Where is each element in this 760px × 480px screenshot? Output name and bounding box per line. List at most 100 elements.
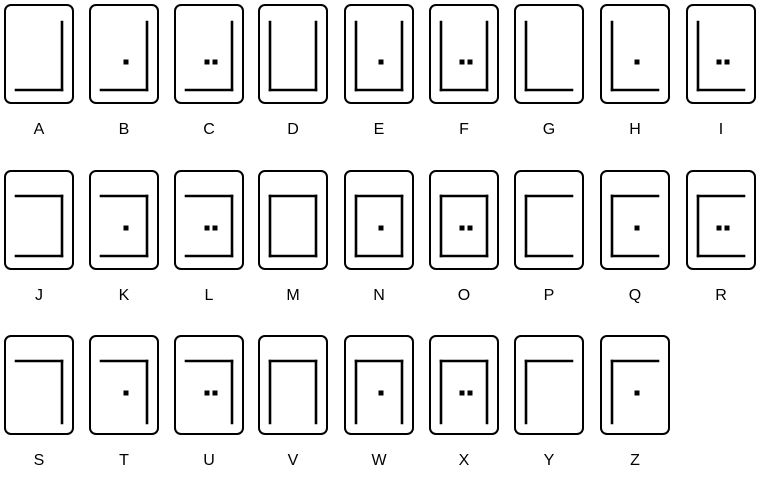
pigpen-glyph-card	[4, 4, 74, 104]
letter-label: H	[629, 121, 641, 138]
letter-label: Z	[630, 452, 640, 469]
letter-label: G	[542, 121, 556, 138]
pigpen-glyph-icon	[184, 20, 234, 92]
letter-label: F	[459, 121, 469, 138]
pigpen-glyph-icon	[354, 194, 404, 258]
letter-label: L	[204, 287, 214, 304]
pigpen-glyph-card	[258, 4, 328, 104]
glyph-dot-1	[634, 390, 640, 396]
glyph-dot-1	[634, 59, 640, 65]
pigpen-glyph-card	[600, 4, 670, 104]
letter-label: I	[718, 121, 724, 138]
glyph-dot-1	[459, 59, 465, 65]
letter-label: O	[457, 287, 471, 304]
letter-label: C	[203, 121, 215, 138]
pigpen-glyph-icon	[99, 20, 149, 92]
pigpen-glyph-icon	[354, 20, 404, 92]
pigpen-glyph-card	[686, 170, 756, 270]
pigpen-glyph-icon	[354, 359, 404, 425]
glyph-dot-2	[724, 59, 730, 65]
glyph-dot-1	[716, 59, 722, 65]
pigpen-glyph-icon	[524, 20, 574, 92]
pigpen-glyph-card	[174, 170, 244, 270]
letter-label: J	[35, 287, 43, 304]
pigpen-glyph-icon	[524, 359, 574, 425]
letter-label: E	[373, 121, 385, 138]
glyph-dot-2	[212, 59, 218, 65]
letter-label: Q	[628, 287, 642, 304]
pigpen-glyph-card	[89, 170, 159, 270]
letter-label: W	[371, 452, 387, 469]
pigpen-glyph-icon	[439, 20, 489, 92]
pigpen-glyph-card	[4, 170, 74, 270]
glyph-dot-1	[378, 390, 384, 396]
glyph-dot-1	[123, 390, 129, 396]
glyph-dot-2	[467, 59, 473, 65]
glyph-dot-1	[716, 225, 722, 231]
pigpen-glyph-icon	[610, 359, 660, 425]
pigpen-glyph-icon	[696, 194, 746, 258]
pigpen-glyph-icon	[524, 194, 574, 258]
pigpen-glyph-icon	[14, 20, 64, 92]
letter-label: D	[287, 121, 299, 138]
pigpen-glyph-icon	[439, 359, 489, 425]
pigpen-glyph-card	[89, 4, 159, 104]
pigpen-glyph-card	[4, 335, 74, 435]
pigpen-glyph-card	[344, 335, 414, 435]
letter-label: V	[287, 452, 299, 469]
pigpen-glyph-icon	[14, 359, 64, 425]
pigpen-glyph-card	[258, 335, 328, 435]
pigpen-glyph-icon	[610, 194, 660, 258]
glyph-dot-2	[467, 225, 473, 231]
letter-label: M	[286, 287, 300, 304]
letter-label: U	[203, 452, 215, 469]
pigpen-glyph-icon	[610, 20, 660, 92]
pigpen-glyph-card	[258, 170, 328, 270]
glyph-dot-2	[724, 225, 730, 231]
pigpen-glyph-card	[429, 170, 499, 270]
pigpen-glyph-card	[429, 335, 499, 435]
letter-label: K	[118, 287, 130, 304]
glyph-dot-1	[123, 59, 129, 65]
glyph-dot-1	[634, 225, 640, 231]
pigpen-glyph-card	[600, 170, 670, 270]
pigpen-glyph-icon	[696, 20, 746, 92]
pigpen-glyph-icon	[184, 359, 234, 425]
letter-label: P	[543, 287, 555, 304]
pigpen-glyph-card	[344, 170, 414, 270]
glyph-dot-1	[459, 390, 465, 396]
pigpen-glyph-icon	[268, 194, 318, 258]
pigpen-glyph-card	[174, 4, 244, 104]
letter-label: Y	[543, 452, 555, 469]
pigpen-glyph-card	[429, 4, 499, 104]
glyph-dot-1	[204, 59, 210, 65]
pigpen-glyph-card	[686, 4, 756, 104]
pigpen-glyph-card	[514, 4, 584, 104]
glyph-dot-2	[467, 390, 473, 396]
glyph-dot-1	[378, 59, 384, 65]
pigpen-glyph-card	[344, 4, 414, 104]
letter-label: X	[458, 452, 470, 469]
pigpen-glyph-card	[514, 335, 584, 435]
letter-label: S	[33, 452, 45, 469]
pigpen-glyph-icon	[184, 194, 234, 258]
glyph-dot-1	[459, 225, 465, 231]
pigpen-glyph-icon	[99, 194, 149, 258]
glyph-dot-2	[212, 225, 218, 231]
letter-label: N	[373, 287, 385, 304]
pigpen-glyph-icon	[14, 194, 64, 258]
glyph-dot-1	[204, 390, 210, 396]
pigpen-glyph-card	[514, 170, 584, 270]
glyph-dot-2	[212, 390, 218, 396]
pigpen-glyph-icon	[99, 359, 149, 425]
letter-label: A	[33, 121, 45, 138]
pigpen-glyph-icon	[268, 359, 318, 425]
pigpen-glyph-icon	[268, 20, 318, 92]
pigpen-glyph-card	[600, 335, 670, 435]
pigpen-glyph-card	[174, 335, 244, 435]
glyph-dot-1	[123, 225, 129, 231]
letter-label: R	[715, 287, 727, 304]
pigpen-glyph-icon	[439, 194, 489, 258]
glyph-dot-1	[204, 225, 210, 231]
